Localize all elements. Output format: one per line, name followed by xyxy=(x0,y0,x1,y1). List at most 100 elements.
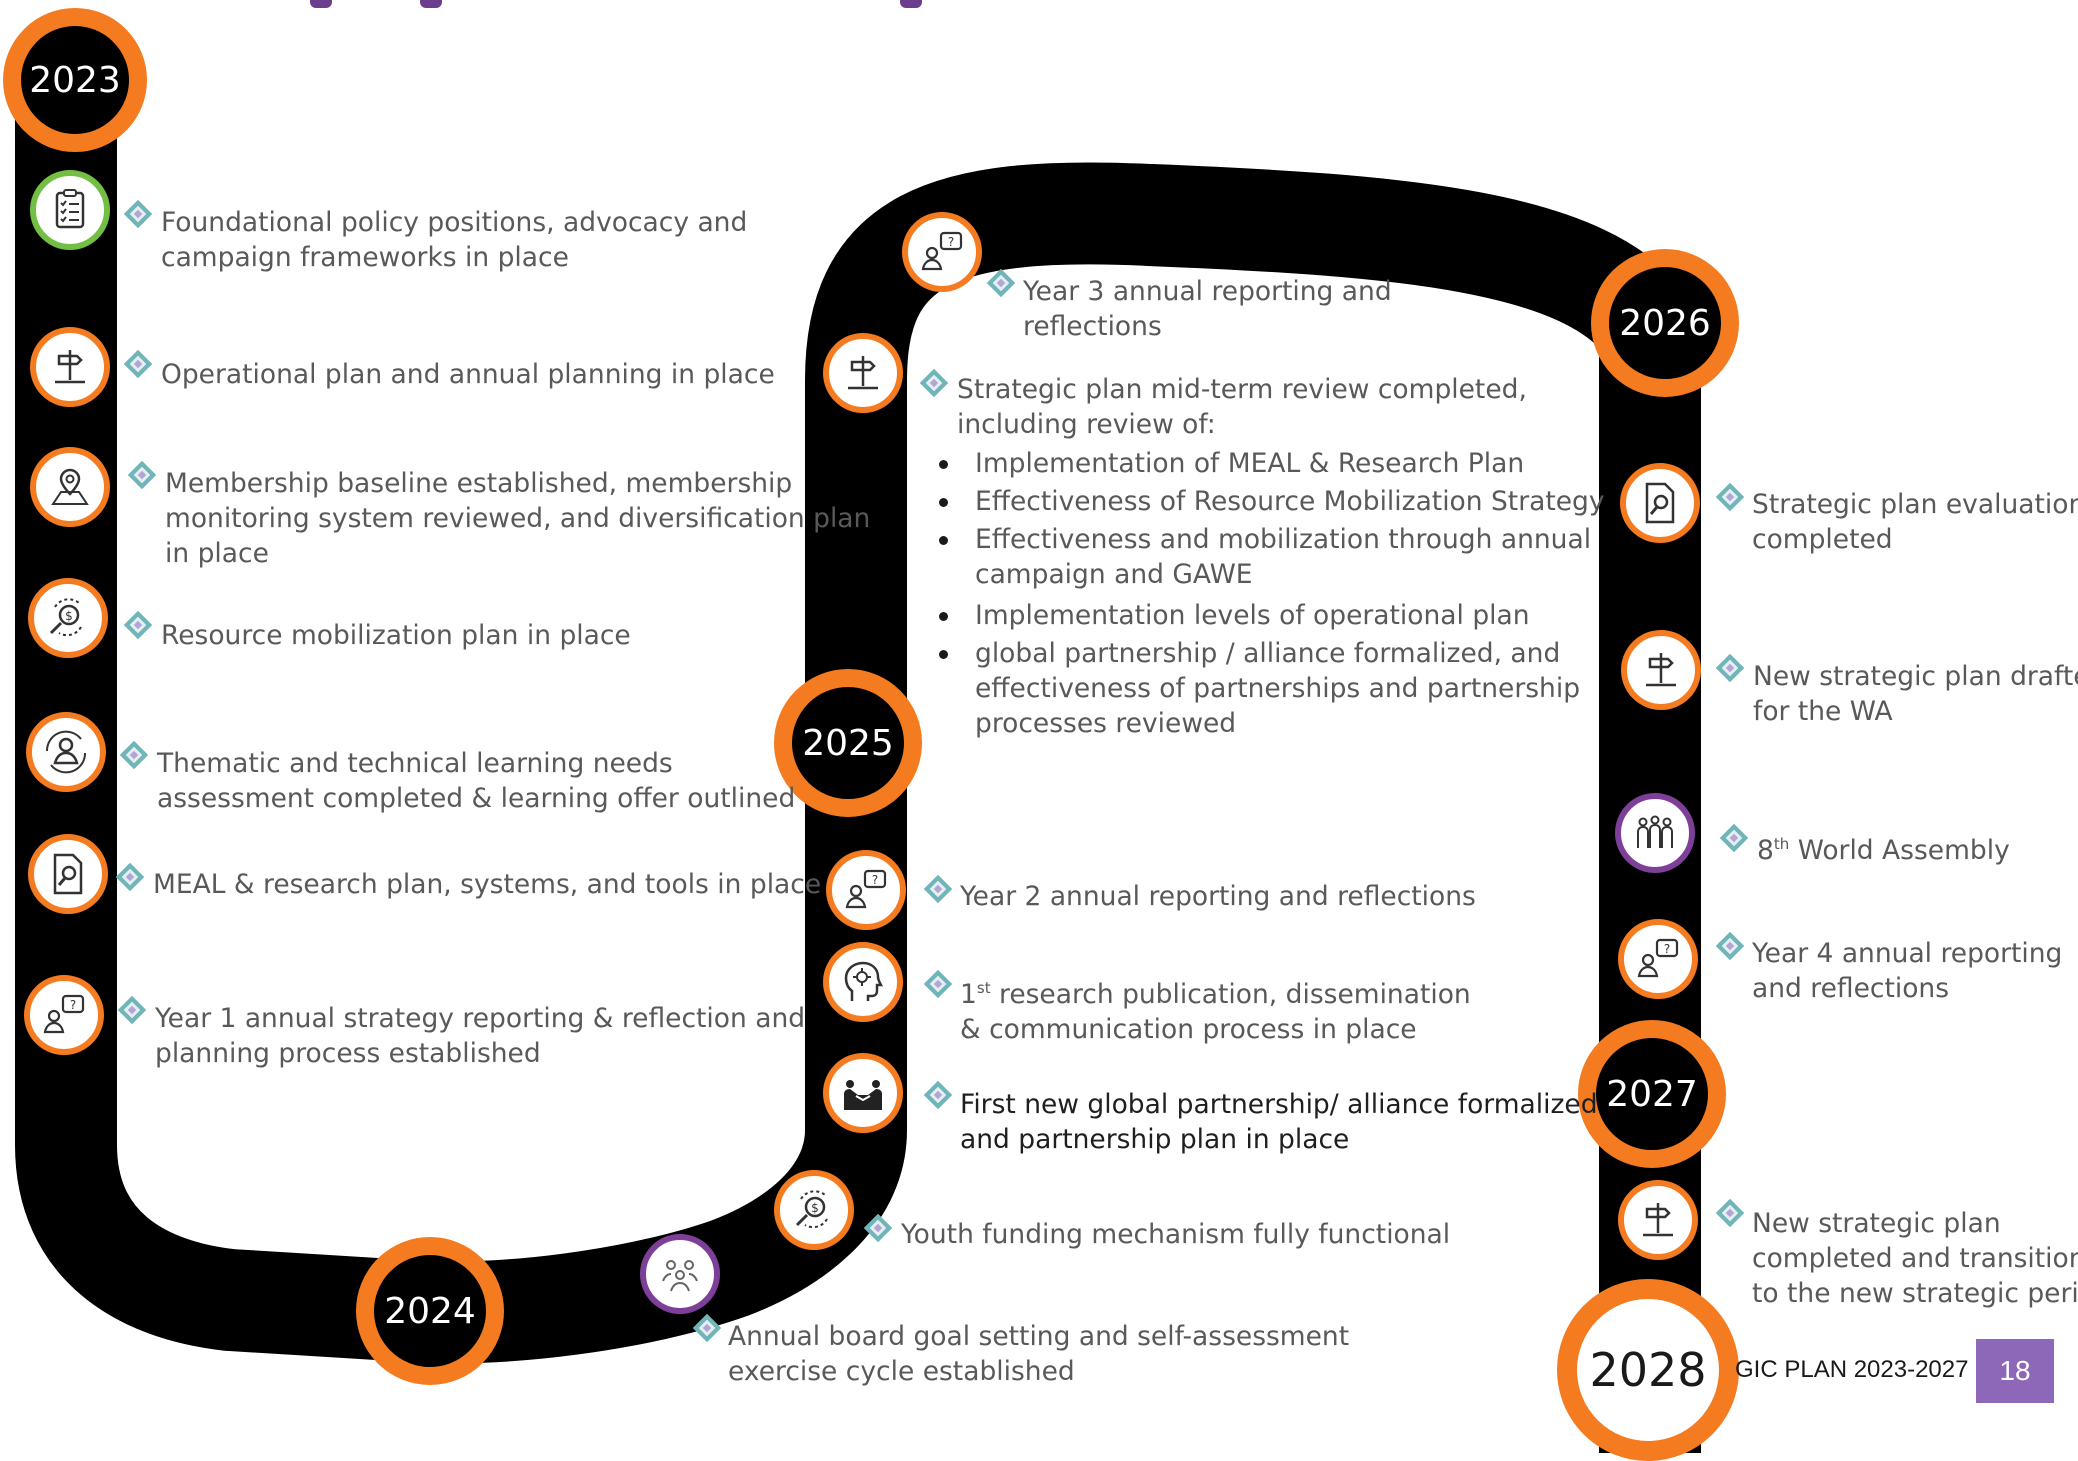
learner-cycle-icon xyxy=(26,712,106,792)
milestone-line: to the new strategic period xyxy=(1752,1278,2078,1309)
milestone-line: Year 3 annual reporting and xyxy=(1023,276,1392,307)
review-item: global partnership / alliance formalized… xyxy=(935,636,1605,741)
milestone-research-publication: 1st research publication, dissemination … xyxy=(960,971,1471,1047)
ordinal-number: 1 xyxy=(960,978,977,1010)
milestone-resource-mobilization: Resource mobilization plan in place xyxy=(161,618,631,653)
milestone-global-partnership: First new global partnership/ alliance f… xyxy=(960,1087,1598,1157)
milestone-midterm-review: Strategic plan mid-term review completed… xyxy=(957,372,1527,442)
milestone-new-plan-drafted: New strategic plan drafted for the WA xyxy=(1753,659,2078,729)
group-icon xyxy=(640,1234,720,1314)
milestone-line: Membership baseline established, members… xyxy=(165,468,793,499)
feedback-icon: ? xyxy=(826,850,906,930)
review-item-line: Effectiveness and mobilization through a… xyxy=(975,524,1592,555)
map-pin-icon xyxy=(30,447,110,527)
handshake-icon xyxy=(823,1053,903,1133)
milestone-board-goal-setting: Annual board goal setting and self-asses… xyxy=(728,1319,1349,1389)
milestone-meal-research: MEAL & research plan, systems, and tools… xyxy=(153,867,821,902)
milestone-year4-reporting: Year 4 annual reporting and reflections xyxy=(1752,936,2062,1006)
svg-text:?: ? xyxy=(70,998,76,1012)
milestone-line: Foundational policy positions, advocacy … xyxy=(161,207,748,238)
milestone-line: Youth funding mechanism fully functional xyxy=(901,1219,1451,1250)
milestone-foundational-policy: Foundational policy positions, advocacy … xyxy=(161,205,747,275)
milestone-operational-plan: Operational plan and annual planning in … xyxy=(161,357,775,392)
review-item-line: global partnership / alliance formalized… xyxy=(975,638,1561,669)
feedback-icon: ? xyxy=(24,975,104,1055)
milestone-line: Year 1 annual strategy reporting & refle… xyxy=(155,1003,806,1034)
year-2026-marker: 2026 xyxy=(1591,249,1739,397)
year-2027-marker: 2027 xyxy=(1578,1020,1726,1168)
milestone-line: Year 4 annual reporting xyxy=(1752,938,2063,969)
milestone-line: planning process established xyxy=(155,1038,541,1069)
milestone-learning-needs: Thematic and technical learning needs as… xyxy=(157,746,795,816)
milestone-line: Resource mobilization plan in place xyxy=(161,620,631,651)
midterm-review-list: Implementation of MEAL & Research Plan E… xyxy=(935,446,1605,741)
milestone-line: Strategic plan mid-term review completed… xyxy=(957,374,1527,405)
milestone-line: & communication process in place xyxy=(960,1013,1417,1045)
milestone-world-assembly: 8th World Assembly xyxy=(1757,827,2010,868)
milestone-line: reflections xyxy=(1023,311,1162,342)
milestone-line: in place xyxy=(165,538,269,569)
research-head-icon xyxy=(823,942,903,1022)
milestone-line: Annual board goal setting and self-asses… xyxy=(728,1321,1350,1352)
footer-label: GIC PLAN 2023-2027 xyxy=(1735,1356,1969,1383)
feedback-icon: ? xyxy=(1618,919,1698,999)
year-2025-marker: 2025 xyxy=(774,669,922,817)
milestone-line: monitoring system reviewed, and diversif… xyxy=(165,503,871,534)
assembly-icon xyxy=(1615,793,1695,873)
milestone-line: completed xyxy=(1752,524,1893,555)
funding-cycle-icon: $ xyxy=(28,578,108,658)
year-2024-marker: 2024 xyxy=(356,1237,504,1385)
milestone-line: 1st research publication, dissemination xyxy=(960,971,1471,1012)
milestone-line: exercise cycle established xyxy=(728,1356,1075,1387)
milestone-line-rest: research publication, dissemination xyxy=(990,978,1471,1010)
ordinal-number: 8 xyxy=(1757,834,1774,866)
milestone-line: for the WA xyxy=(1753,696,1893,727)
milestone-line: Year 2 annual reporting and reflections xyxy=(960,881,1476,912)
ordinal-suffix: th xyxy=(1773,835,1790,853)
document-search-icon xyxy=(28,834,108,914)
milestone-line: campaign frameworks in place xyxy=(161,242,569,273)
milestone-year2-reporting: Year 2 annual reporting and reflections xyxy=(960,879,1476,914)
milestone-line: New strategic plan drafted xyxy=(1753,661,2078,692)
milestone-line: and reflections xyxy=(1752,973,1950,1004)
milestone-line: Strategic plan evaluation xyxy=(1752,489,2078,520)
signpost-icon xyxy=(823,333,903,413)
funding-cycle-icon: $ xyxy=(774,1170,854,1250)
milestone-year3-reporting: Year 3 annual reporting and reflections xyxy=(1023,274,1392,344)
milestone-line: Operational plan and annual planning in … xyxy=(161,359,775,390)
review-item: Effectiveness of Resource Mobilization S… xyxy=(935,484,1605,522)
milestone-line-rest: World Assembly xyxy=(1789,834,2010,866)
milestone-line: completed and transition xyxy=(1752,1243,2078,1274)
svg-text:?: ? xyxy=(948,235,954,249)
ordinal-suffix: st xyxy=(976,979,991,997)
milestone-line: New strategic plan xyxy=(1752,1208,2001,1239)
review-item-line: campaign and GAWE xyxy=(975,559,1253,590)
document-search-icon xyxy=(1620,463,1700,543)
checklist-icon xyxy=(30,170,110,250)
review-item: Effectiveness and mobilization through a… xyxy=(935,522,1605,598)
feedback-icon: ? xyxy=(902,212,982,292)
milestone-line: including review of: xyxy=(957,409,1216,440)
milestone-line: First new global partnership/ alliance f… xyxy=(960,1089,1598,1120)
signpost-icon xyxy=(30,327,110,407)
page-number-badge: 18 xyxy=(1976,1339,2054,1403)
svg-text:$: $ xyxy=(811,1201,819,1215)
cropped-title-fragment xyxy=(300,0,940,8)
svg-text:?: ? xyxy=(872,873,878,887)
svg-text:$: $ xyxy=(65,609,73,623)
review-item: Implementation of MEAL & Research Plan xyxy=(935,446,1605,484)
signpost-icon xyxy=(1621,630,1701,710)
svg-text:?: ? xyxy=(1664,942,1670,956)
milestone-year1-reporting: Year 1 annual strategy reporting & refle… xyxy=(155,1001,805,1071)
review-item: Implementation levels of operational pla… xyxy=(935,598,1605,636)
signpost-icon xyxy=(1618,1180,1698,1260)
review-item-line: effectiveness of partnerships and partne… xyxy=(975,673,1581,704)
review-item-line: processes reviewed xyxy=(975,708,1237,739)
milestone-line: Thematic and technical learning needs xyxy=(157,748,673,779)
milestone-line: and partnership plan in place xyxy=(960,1124,1350,1155)
milestone-new-plan-completed: New strategic plan completed and transit… xyxy=(1752,1206,2078,1311)
milestone-line: assessment completed & learning offer ou… xyxy=(157,783,796,814)
road-path xyxy=(15,95,1701,1453)
milestone-membership-baseline: Membership baseline established, members… xyxy=(165,466,870,571)
